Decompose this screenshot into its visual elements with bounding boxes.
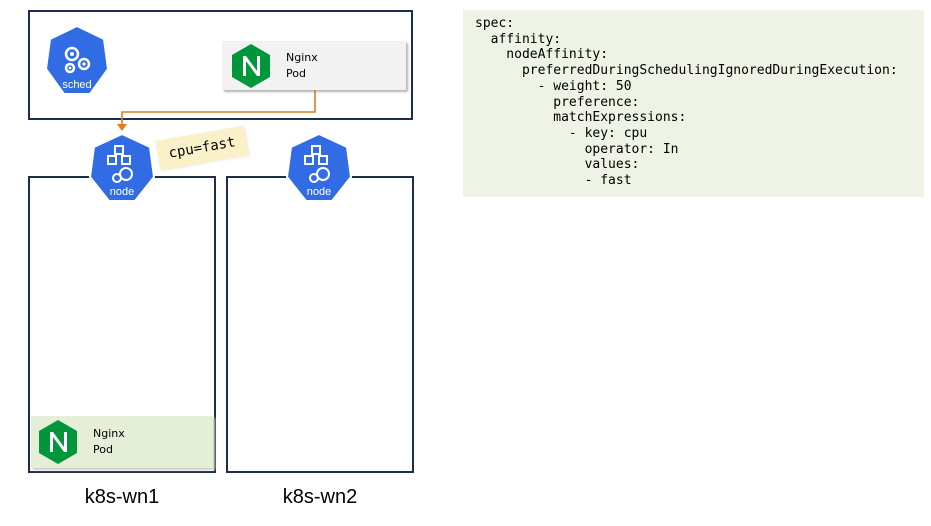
code-line: preferredDuringSchedulingIgnoredDuringEx…	[475, 63, 898, 79]
node-frame-k8s-wn2	[226, 176, 414, 473]
code-line: - key: cpu	[475, 125, 648, 141]
node-icon-k8s-wn2: node	[285, 132, 353, 202]
yaml-code-block: spec: affinity: nodeAffinity: preferredD…	[463, 10, 924, 197]
nginx-logo-icon	[232, 43, 270, 88]
scheduler-icon-label: sched	[62, 79, 91, 91]
pending-pod-name: Nginx	[286, 50, 318, 64]
node-icon-label: node	[110, 186, 134, 198]
node-icon-k8s-wn1: node	[88, 132, 156, 202]
code-line: nodeAffinity:	[475, 47, 609, 63]
pending-pod-card: Nginx Pod	[222, 41, 406, 90]
code-line: operator: In	[475, 141, 679, 157]
scheduler-icon: sched	[44, 24, 110, 95]
nginx-logo-icon	[39, 420, 77, 464]
code-line: values:	[475, 157, 640, 173]
code-line: - fast	[475, 173, 632, 189]
code-line: - weight: 50	[475, 78, 632, 94]
code-line: matchExpressions:	[475, 110, 687, 126]
scheduled-pod-kind: Pod	[93, 443, 113, 456]
pending-pod-kind: Pod	[286, 66, 306, 80]
scheduled-pod-card: Nginx Pod	[31, 416, 213, 468]
scheduled-pod-name: Nginx	[93, 427, 125, 440]
code-line: preference:	[475, 94, 640, 110]
node-name-k8s-wn2: k8s-wn2	[282, 486, 358, 508]
node-icon-label: node	[307, 186, 331, 198]
node-name-k8s-wn1: k8s-wn1	[84, 486, 160, 508]
code-line: spec:	[475, 16, 515, 31]
gear-icon	[64, 46, 91, 74]
code-line: affinity:	[475, 31, 562, 47]
